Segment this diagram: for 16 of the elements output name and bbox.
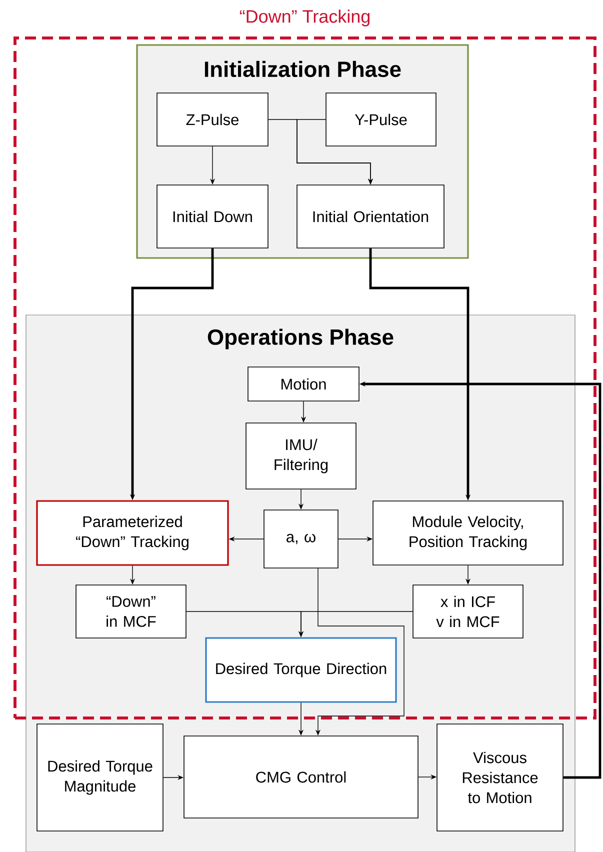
process-box: Motion (248, 366, 360, 402)
process-box: x in ICF v in MCF (412, 584, 524, 638)
process-box: Desired Torque Direction (205, 637, 397, 703)
process-box: CMG Control (184, 736, 418, 818)
node-label: “Down” Tracking (240, 10, 370, 26)
process-box: Y-Pulse (326, 92, 436, 146)
process-box: Initial Down (156, 184, 268, 248)
process-box: IMU/ Filtering (246, 422, 356, 490)
process-box: Viscous Resistance to Motion (436, 724, 564, 832)
process-box: Initial Orientation (296, 184, 444, 248)
process-box: “Down” in MCF (76, 584, 186, 638)
process-box: Z-Pulse (156, 92, 268, 146)
process-box: a, ω (264, 510, 338, 568)
process-box: Parameterized “Down” Tracking (36, 500, 229, 566)
process-box: Desired Torque Magnitude (36, 724, 164, 832)
process-box: Module Velocity, Position Tracking (372, 500, 564, 566)
